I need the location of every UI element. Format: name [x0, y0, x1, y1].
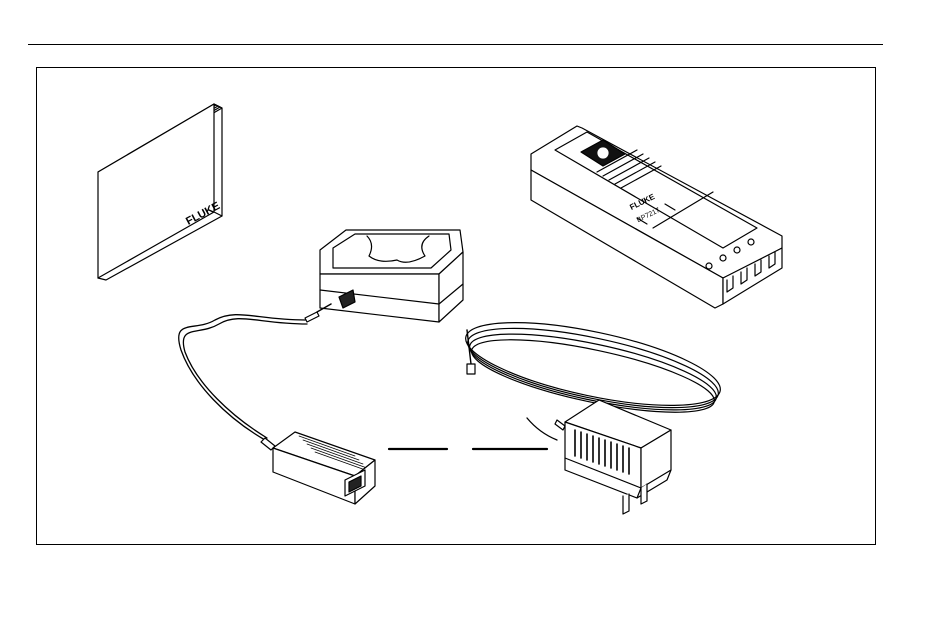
charger-base-icon: [320, 230, 463, 322]
wall-plug-adapter-icon: [555, 400, 671, 514]
figure-frame: FLUKE FLUKE BP7217: [36, 67, 876, 545]
page-top-rule: [28, 44, 883, 45]
universal-power-adapter-icon: [261, 432, 375, 504]
manual-book-icon: FLUKE: [98, 104, 222, 280]
charger-cable: [179, 304, 331, 440]
battery-pack-icon: FLUKE BP7217: [531, 126, 782, 308]
